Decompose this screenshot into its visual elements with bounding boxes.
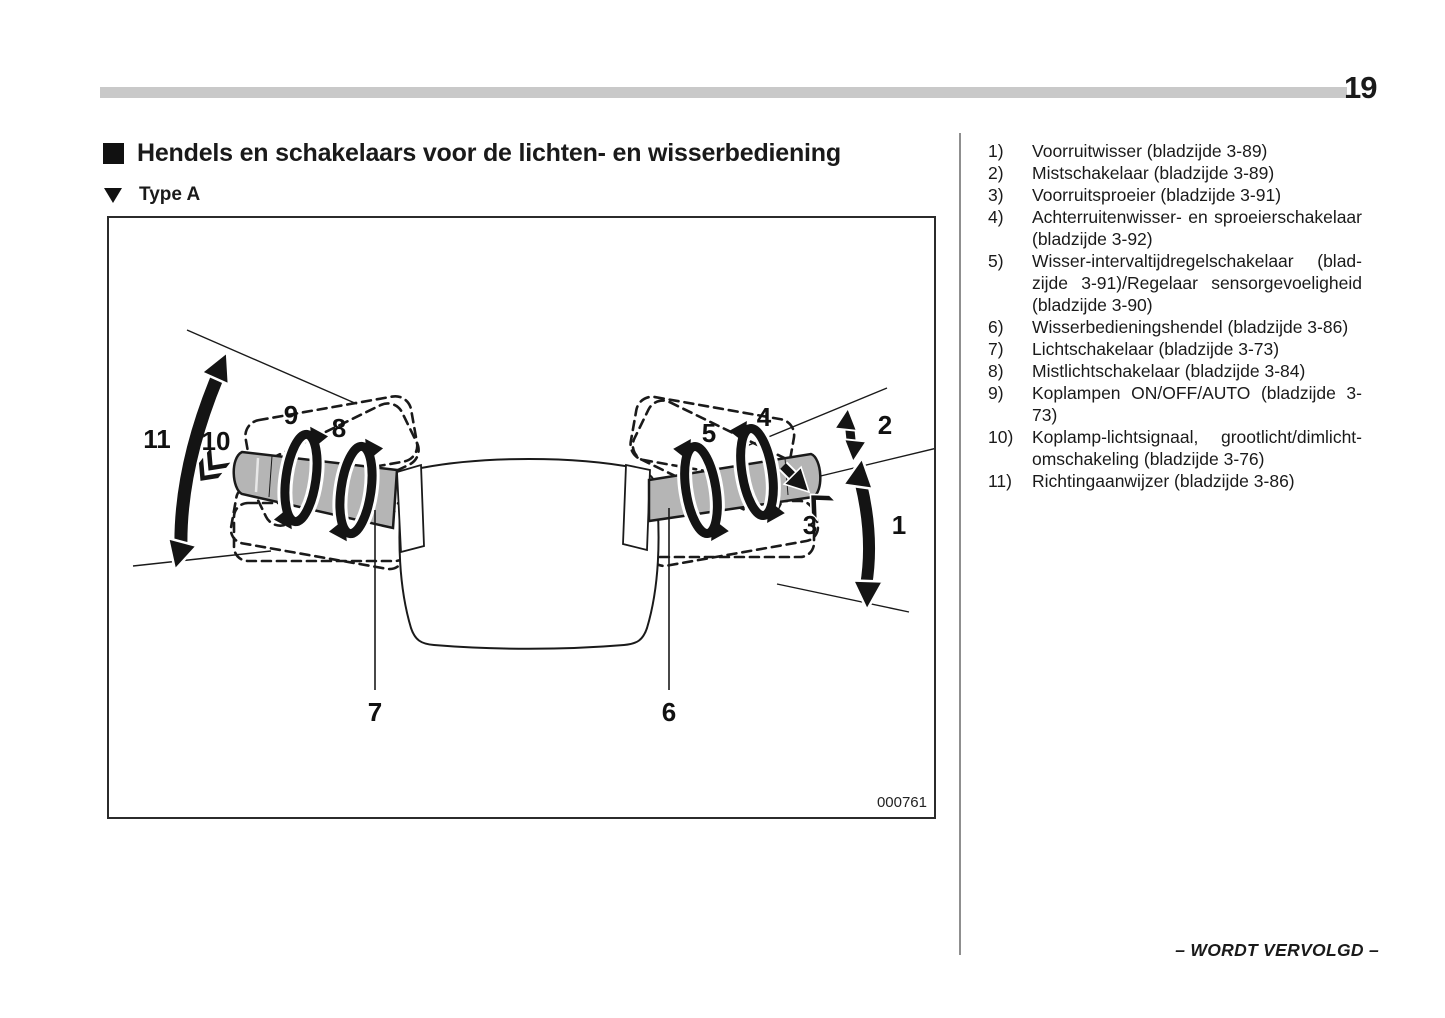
updown-arrow-right-icon: [841, 454, 885, 612]
legend-item: 6) Wisserbedieningshendel (bladzijde 3-86…: [988, 316, 1370, 338]
callout-2: 2: [878, 410, 892, 440]
legend-item: 10) Koplamp-lichtsignaal, grootlicht/diml…: [988, 426, 1370, 470]
callout-7: 7: [368, 697, 382, 727]
legend-item-number: 6): [988, 317, 1004, 337]
callout-1: 1: [892, 510, 906, 540]
legend-list: 1) Voorruitwisser (bladzijde 3-89) 2) Mist…: [988, 140, 1370, 492]
push-arrow-right-icon: [778, 461, 837, 521]
small-updown-arrow-icon: [833, 405, 868, 465]
legend-item-text: Mistlichtschakelaar (bladzijde 3-84): [1032, 361, 1306, 381]
legend-item-text: Voorruitwisser (bladzijde 3-89): [1032, 141, 1268, 161]
legend-item-text: Wisserbedieningshendel (bladzijde 3-86): [1032, 317, 1349, 337]
legend-item: 9) Koplampen ON/OFF/AUTO (bladzijde 3-73): [988, 382, 1370, 426]
legend-item-text: Koplamp-lichtsignaal, grootlicht/dimlich…: [1032, 427, 1362, 469]
legend-item-number: 8): [988, 361, 1004, 381]
column-divider: [959, 133, 961, 955]
continuation-note: – WORDT VERVOLGD –: [1175, 940, 1379, 960]
triangle-marker-icon: [104, 187, 122, 203]
callout-5: 5: [702, 418, 716, 448]
legend-item-number: 11): [988, 471, 1012, 491]
legend-item: 8) Mistlichtschakelaar (bladzijde 3-84): [988, 360, 1370, 382]
subsection-title: Type A: [139, 184, 201, 205]
callout-6: 6: [662, 697, 676, 727]
page-number: 19: [1344, 70, 1377, 105]
legend-item: 5) Wisser-intervaltijdregelschakelaar (bl…: [988, 250, 1370, 316]
reference-lines: [132, 329, 934, 613]
legend-item: 2) Mistschakelaar (bladzijde 3-89): [988, 162, 1370, 184]
legend-item-number: 1): [988, 141, 1004, 161]
legend-item-text: Lichtschakelaar (bladzijde 3-73): [1032, 339, 1280, 359]
legend-item-number: 5): [988, 251, 1004, 271]
header-rule: [100, 87, 1347, 98]
callout-4: 4: [757, 402, 772, 432]
rotation-ring-4-icon: [729, 420, 785, 524]
page-title: Hendels en schakelaars voor de lichten- …: [137, 139, 841, 167]
legend-item-number: 7): [988, 339, 1004, 359]
legend-item-number: 10): [988, 427, 1014, 447]
right-stalk-socket: [622, 463, 651, 552]
steering-column-shroud: [398, 458, 660, 650]
callout-9: 9: [284, 400, 298, 430]
figure-box: 11 10 9 8 5 4 2 3 1 7 6 000761: [107, 216, 936, 819]
rotation-ring-8-icon: [328, 438, 384, 542]
section-square-icon: [103, 143, 124, 164]
rotation-ring-9-icon: [273, 426, 329, 530]
legend-item: 1) Voorruitwisser (bladzijde 3-89): [988, 140, 1370, 162]
legend-item-text: Achterruitenwisser- en sproeierschake­la…: [1032, 207, 1362, 249]
legend-item-number: 2): [988, 163, 1004, 183]
figure-diagram: 11 10 9 8 5 4 2 3 1 7 6 000761: [132, 329, 934, 811]
callout-11: 11: [143, 424, 171, 454]
callout-10: 10: [202, 426, 231, 456]
callout-8: 8: [332, 413, 346, 443]
legend-item-text: Mistschakelaar (bladzijde 3-89): [1032, 163, 1275, 183]
legend-item-number: 4): [988, 207, 1004, 227]
legend-item-text: Wisser-intervaltijdregelschakelaar (blad…: [1032, 251, 1362, 315]
rotation-ring-5-icon: [673, 438, 729, 542]
legend-item-text: Voorruitsproeier (bladzijde 3-91): [1032, 185, 1282, 205]
legend-item-text: Richtingaanwijzer (bladzijde 3-86): [1032, 471, 1295, 491]
callout-3: 3: [803, 510, 817, 540]
left-stalk-socket: [396, 463, 425, 554]
legend-item-number: 3): [988, 185, 1004, 205]
legend-item-number: 9): [988, 383, 1004, 403]
legend-item: 3) Voorruitsproeier (bladzijde 3-91): [988, 184, 1370, 206]
figure-code: 000761: [877, 794, 927, 811]
legend: 1) Voorruitwisser (bladzijde 3-89) 2) Mist…: [988, 140, 1370, 492]
section-heading: Hendels en schakelaars voor de lichten- …: [103, 139, 841, 168]
legend-item-text: Koplampen ON/OFF/AUTO (bladzijde 3-73): [1032, 383, 1362, 425]
callout-leader-lines: [374, 508, 670, 690]
subsection-heading: Type A: [104, 184, 200, 206]
legend-item: 7) Lichtschakelaar (bladzijde 3-73): [988, 338, 1370, 360]
updown-arrow-left-icon: [159, 344, 242, 576]
legend-item: 11) Richtingaanwijzer (bladzijde 3-86): [988, 470, 1370, 492]
legend-item: 4) Achterruitenwisser- en sproeierschake­…: [988, 206, 1370, 250]
